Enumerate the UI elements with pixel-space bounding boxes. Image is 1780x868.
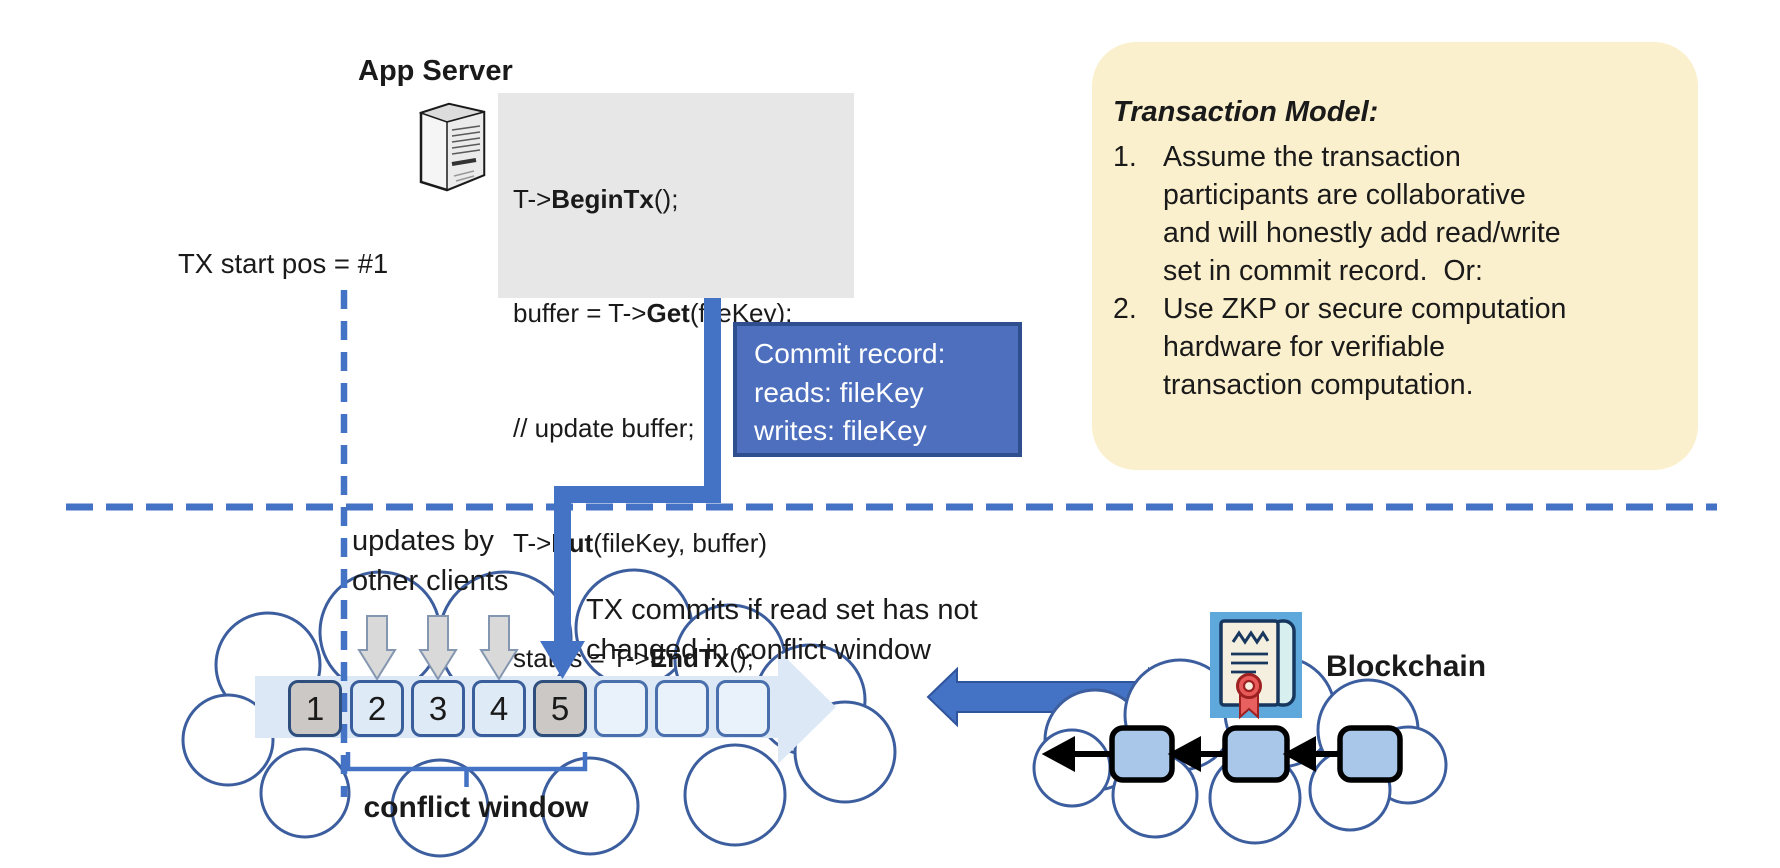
updates-by-clients-label: updates by other clients: [352, 525, 509, 597]
app-server-title: App Server: [358, 55, 513, 87]
conflict-window-bracket: [345, 752, 588, 787]
update-arrows: [357, 615, 519, 681]
commit-record-title: Commit record:: [754, 338, 946, 369]
server-icon: [418, 102, 486, 192]
code-line: T->BeginTx();: [513, 183, 679, 214]
timeline-slot: 3: [411, 680, 465, 737]
transaction-model-item-1: 1. Assume the transaction participants a…: [1113, 138, 1561, 290]
blockchain-blocks: [1109, 725, 1403, 783]
timeline-slot: [594, 680, 648, 737]
update-arrow-icon: [479, 615, 519, 681]
blockchain-block: [1109, 725, 1175, 783]
list-number: 2.: [1113, 293, 1137, 325]
tx-start-pos-label: TX start pos = #1: [178, 248, 389, 279]
block-link-arrows: [1041, 735, 1340, 773]
commit-record-writes: writes: fileKey: [754, 415, 927, 447]
blockchain-block: [1337, 725, 1403, 783]
sync-double-arrow-icon: [926, 666, 1180, 728]
list-number: 1.: [1113, 141, 1137, 173]
conflict-window-label: conflict window: [363, 791, 589, 824]
transaction-model-title: Transaction Model:: [1113, 96, 1379, 128]
blockchain-cloud-icon: [1032, 655, 1448, 845]
tx-commit-note: TX commits if read set has not changed i…: [586, 594, 978, 666]
timeline-slot: 2: [350, 680, 404, 737]
update-arrow-icon: [418, 615, 458, 681]
transaction-model-item-2: 2. Use ZKP or secure computation hardwar…: [1113, 290, 1566, 404]
commit-record-reads: reads: fileKey: [754, 376, 924, 408]
timeline-slot: 4: [472, 680, 526, 737]
commit-record-box: Commit record: reads: fileKey writes: fi…: [733, 322, 1022, 457]
update-arrow-icon: [357, 615, 397, 681]
code-line: T->Put(fileKey, buffer): [513, 528, 768, 559]
timeline-slot: [655, 680, 709, 737]
transaction-model-panel: Transaction Model: 1. Assume the transac…: [1092, 42, 1698, 470]
timeline-slot: 1: [288, 680, 342, 737]
timeline-slot: 5: [533, 680, 587, 737]
blockchain-block: [1222, 725, 1290, 783]
smart-contract-icon: [1210, 612, 1302, 720]
blockchain-label: Blockchain: [1326, 650, 1487, 683]
timeline-slot: [716, 680, 770, 737]
code-block: T->BeginTx(); buffer = T->Get(fileKey); …: [498, 93, 854, 673]
